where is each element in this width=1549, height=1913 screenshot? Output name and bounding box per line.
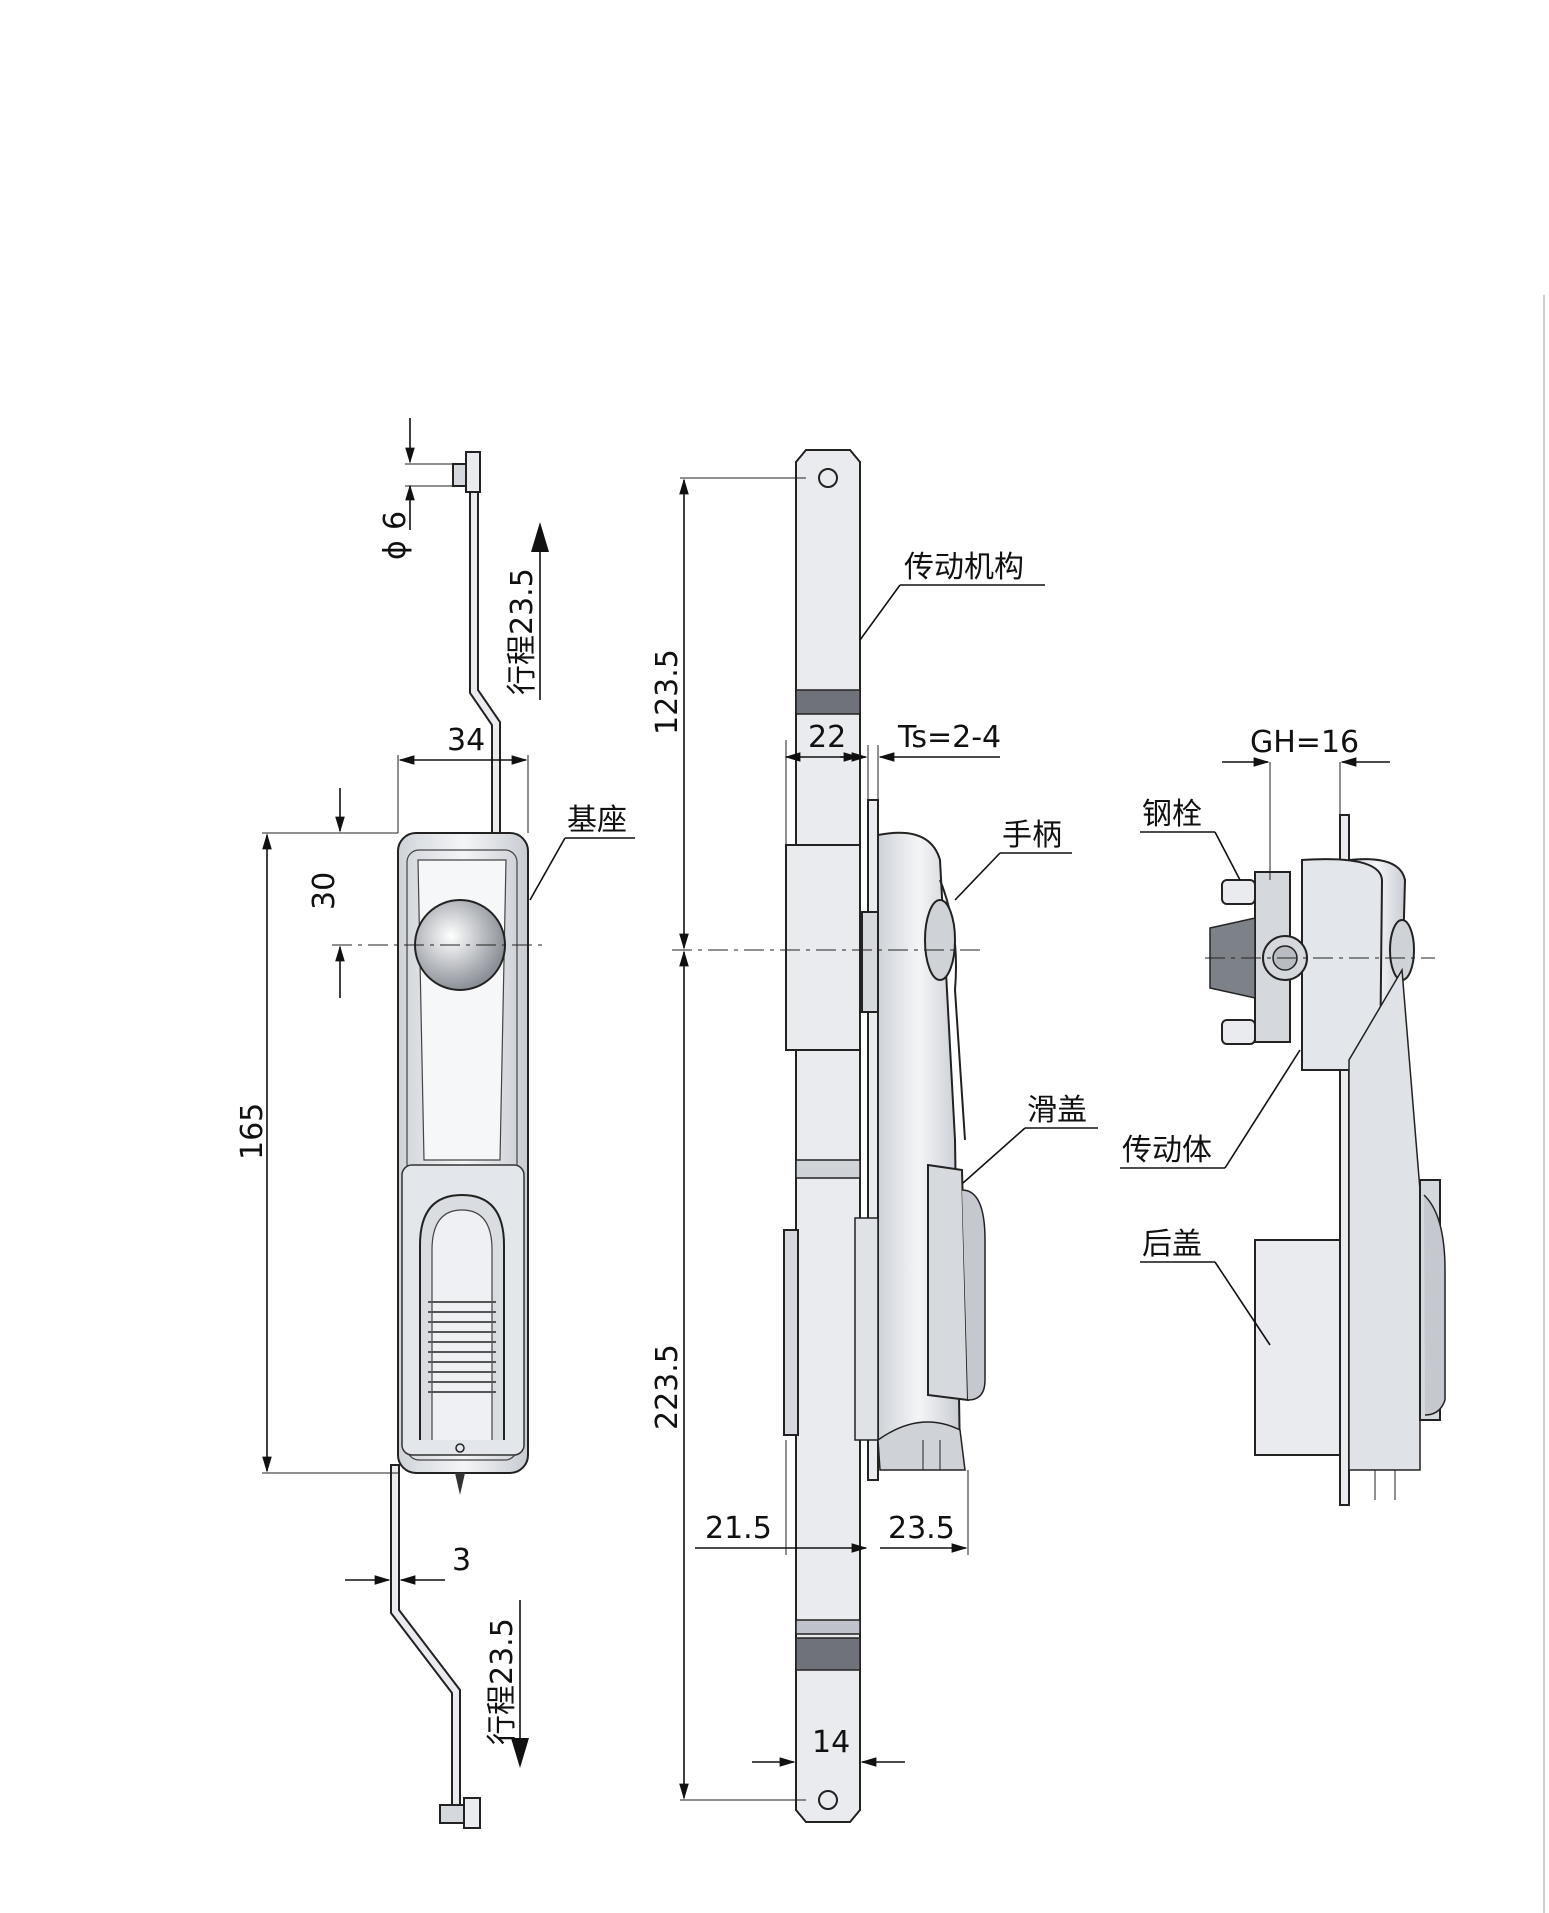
steel-bolt-top [1221, 879, 1256, 905]
label-handle: 手柄 [1002, 818, 1062, 853]
dim-depth-21-5: 21.5 [705, 1511, 772, 1546]
dim-stroke-bottom: 行程23.5 [485, 1618, 520, 1745]
label-transmission-body: 传动体 [1122, 1133, 1212, 1168]
label-rear-cover: 后盖 [1142, 1227, 1202, 1262]
top-pin-head [465, 451, 481, 493]
dim-width-22: 22 [808, 720, 846, 755]
bottom-rod [390, 1464, 461, 1821]
dim-top-123-5: 123.5 [650, 649, 685, 735]
label-base: 基座 [567, 803, 627, 838]
right-view: GH=16 钢栓 传动体 后盖 [1120, 725, 1446, 1506]
dim-offset-3: 3 [452, 1543, 471, 1578]
page-edge-line [1543, 295, 1545, 1913]
label-sliding-cover: 滑盖 [1027, 1093, 1087, 1128]
mount-block [785, 844, 861, 1051]
dim-ts: Ts=2-4 [897, 720, 1001, 755]
transmission-body [1301, 858, 1384, 1071]
dim-bottom-223-5: 223.5 [650, 1344, 685, 1430]
dim-gh: GH=16 [1250, 725, 1359, 760]
front-view: 6 ϕ 行程23.5 34 30 165 3 行程23.5 基座 [235, 418, 635, 1829]
dim-diameter: 6 [378, 511, 413, 530]
transmission-bar [795, 449, 861, 1823]
sliding-cover [927, 1163, 970, 1402]
side-view: 123.5 223.5 22 Ts=2-4 21.5 23.5 14 传动机构 [650, 449, 1098, 1823]
rear-cover [1254, 1239, 1341, 1456]
dim-depth-23-5: 23.5 [888, 1511, 955, 1546]
grip-ridges [428, 1301, 496, 1393]
dim-width-34: 34 [447, 723, 485, 758]
top-rod [469, 451, 501, 841]
dim-width-14: 14 [812, 1725, 850, 1760]
dim-offset-30: 30 [307, 872, 342, 910]
steel-bolt-bottom [1221, 1019, 1256, 1045]
svg-text:ϕ: ϕ [378, 540, 413, 560]
label-steel-bolt: 钢栓 [1142, 797, 1202, 832]
dim-stroke-top: 行程23.5 [505, 568, 540, 695]
dim-height-165: 165 [235, 1103, 270, 1160]
label-transmission-mechanism: 传动机构 [904, 550, 1024, 585]
